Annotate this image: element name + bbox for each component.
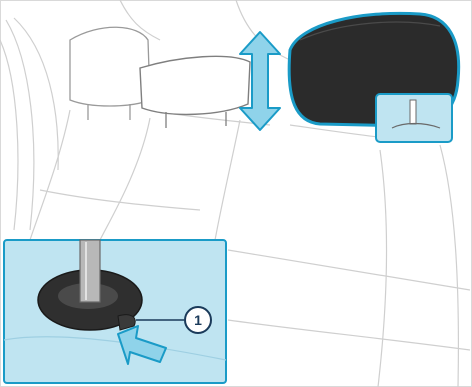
callout-marker-1: 1 — [185, 307, 211, 333]
callout-label-1: 1 — [194, 312, 202, 328]
headrest-rod — [80, 240, 100, 302]
release-button-detail-inset — [376, 94, 452, 142]
